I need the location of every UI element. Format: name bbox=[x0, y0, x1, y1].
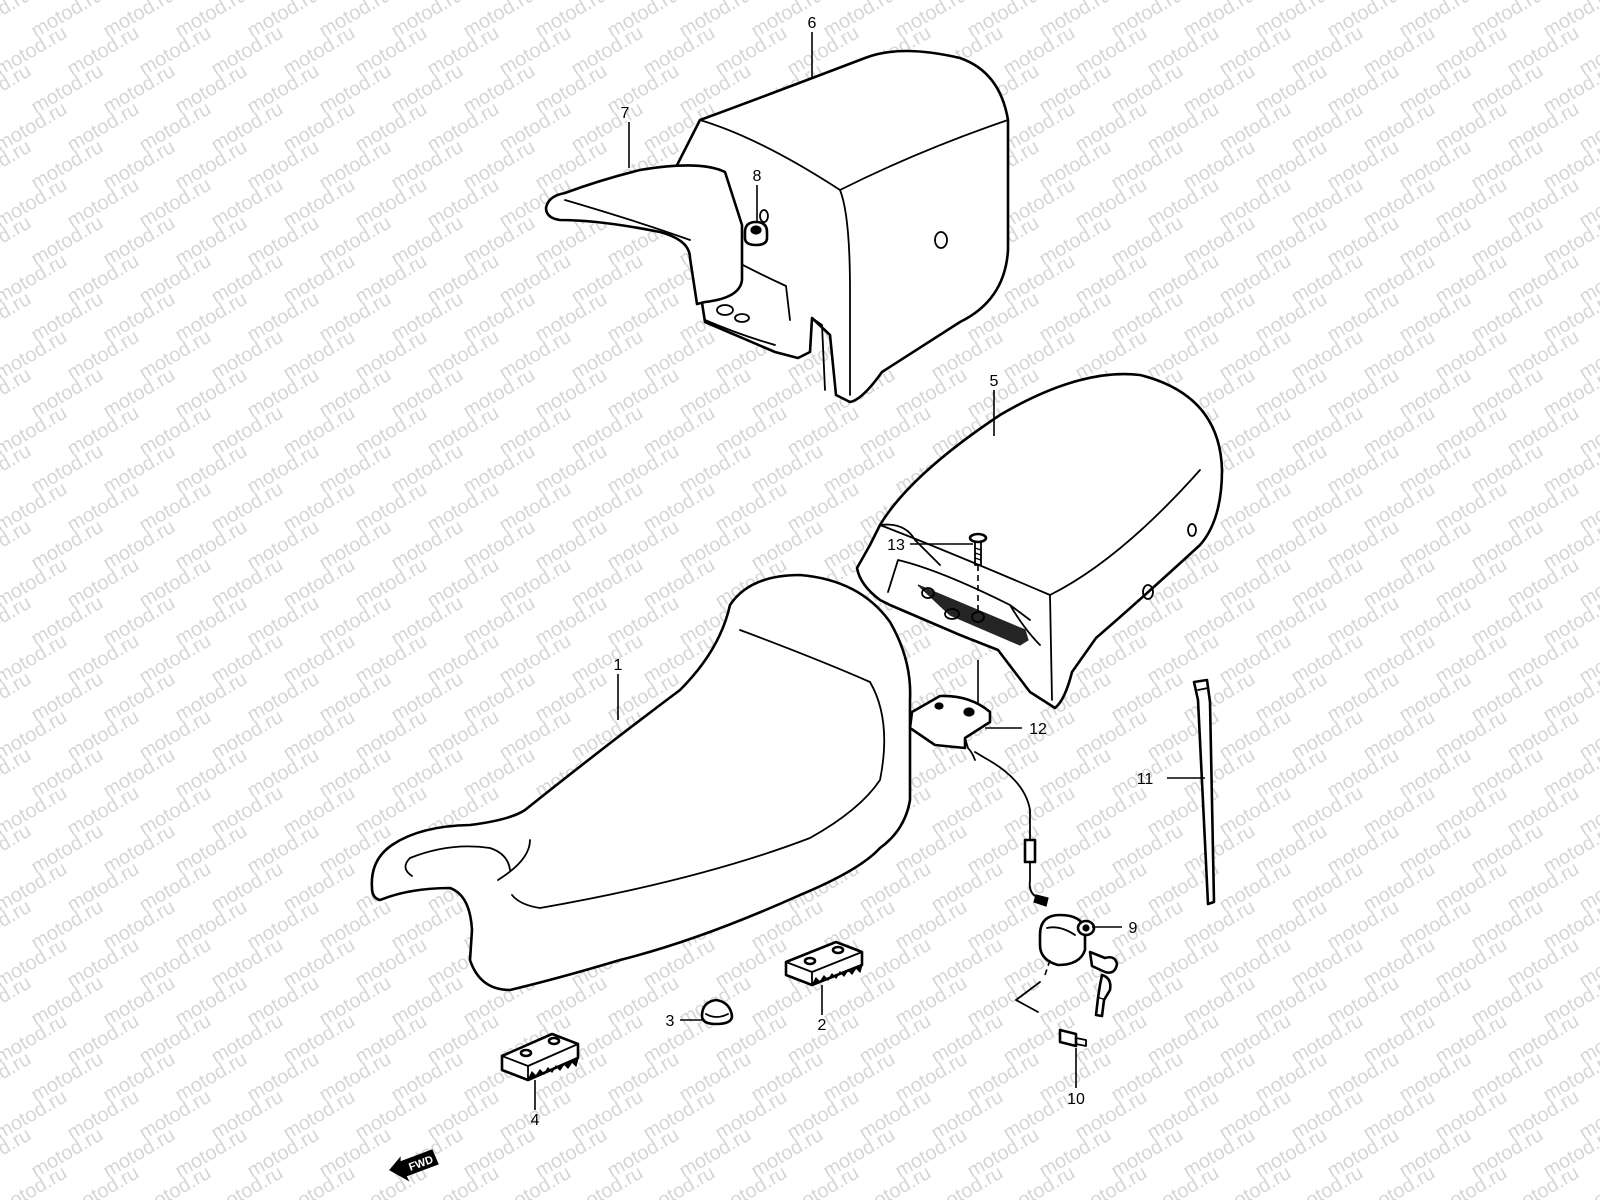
leader-lines bbox=[534, 32, 1205, 1110]
part-9-seat-lock bbox=[1015, 913, 1119, 1018]
callout-1: 1 bbox=[614, 657, 623, 674]
callout-8: 8 bbox=[753, 168, 762, 185]
part-10-bolt bbox=[1058, 1028, 1087, 1048]
callout-9: 9 bbox=[1129, 920, 1138, 937]
callout-labels: 6 7 8 5 13 1 12 11 9 10 3 2 4 bbox=[531, 15, 1154, 1129]
callout-12: 12 bbox=[1029, 721, 1047, 738]
part-4-rubber-cushion bbox=[500, 1032, 580, 1082]
callout-10: 10 bbox=[1067, 1091, 1085, 1108]
watermark-text: motod.ru bbox=[1576, 0, 1600, 4]
callout-13: 13 bbox=[887, 537, 905, 554]
part-2-rubber-cushion bbox=[784, 940, 864, 987]
part-1-main-seat bbox=[370, 573, 912, 992]
callout-4: 4 bbox=[531, 1112, 540, 1129]
part-5-rear-seat bbox=[855, 372, 1224, 710]
callout-2: 2 bbox=[818, 1017, 827, 1034]
part-8-grommet bbox=[743, 220, 769, 247]
callout-11: 11 bbox=[1137, 771, 1154, 788]
callout-7: 7 bbox=[621, 105, 630, 122]
fwd-arrow-icon: FWD bbox=[389, 1149, 439, 1182]
part-3-cushion bbox=[700, 998, 734, 1026]
seat-lock-cable bbox=[974, 751, 1049, 907]
callout-3: 3 bbox=[666, 1013, 675, 1030]
part-7-seat-pad bbox=[544, 164, 744, 306]
part-11-cable-tie bbox=[1192, 678, 1216, 906]
part-13-screw bbox=[968, 532, 988, 566]
callout-6: 6 bbox=[808, 15, 817, 32]
part-12-lock-plate bbox=[908, 694, 992, 761]
callout-5: 5 bbox=[990, 373, 999, 390]
